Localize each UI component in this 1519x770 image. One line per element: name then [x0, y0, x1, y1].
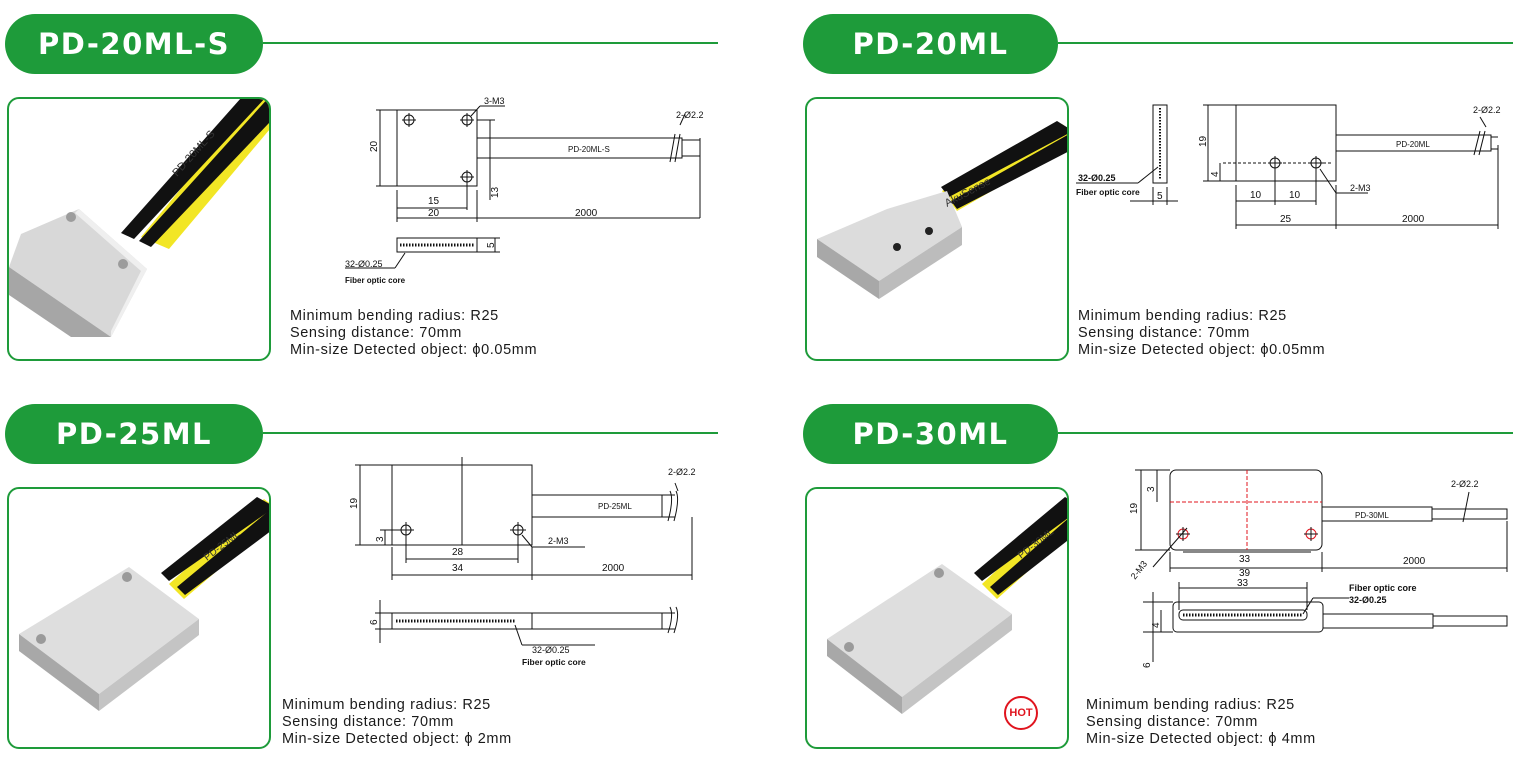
hot-badge: HOT — [1004, 696, 1038, 730]
dim-core-count: 32-Ø0.25 — [532, 645, 570, 655]
spec-bending-radius: Minimum bending radius: R25 — [1086, 697, 1295, 713]
dim-width: 34 — [452, 563, 464, 574]
dim-inner: 4 — [1151, 622, 1162, 628]
spec-list: Minimum bending radius: R25 Sensing dist… — [290, 308, 537, 359]
dim-thickness: 5 — [486, 242, 497, 248]
dimension-drawing: 32-Ø0.25 Fiber optic core 5 19 4 10 10 2… — [1076, 104, 1501, 229]
dim-hole-spacing-b: 10 — [1289, 190, 1301, 201]
spec-list: Minimum bending radius: R25 Sensing dist… — [282, 697, 512, 748]
dim-fiber-dia: 2-Ø2.2 — [668, 467, 696, 477]
dim-screw: 3-M3 — [484, 96, 505, 106]
spec-sensing-distance: Sensing distance: 70mm — [1078, 325, 1250, 341]
dim-hole-spacing: 15 — [428, 196, 440, 207]
dim-hole-offset: 13 — [490, 186, 501, 198]
product-title: PD-30ML — [803, 404, 1058, 464]
dim-hole-height: 3 — [1146, 486, 1157, 492]
spec-min-object: Min-size Detected object: ϕ0.05mm — [1078, 342, 1326, 358]
dim-screw: 2-M3 — [548, 536, 569, 546]
spec-min-object: Min-size Detected object: ϕ 2mm — [282, 731, 512, 747]
spec-list: Minimum bending radius: R25 Sensing dist… — [1078, 308, 1325, 359]
dim-core-label: Fiber optic core — [522, 657, 586, 667]
spec-sensing-distance: Sensing distance: 70mm — [290, 325, 462, 341]
spec-min-object: Min-size Detected object: ϕ0.05mm — [290, 342, 538, 358]
spec-bending-radius: Minimum bending radius: R25 — [282, 697, 491, 713]
title-rule — [1058, 42, 1513, 44]
dim-hole-spacing: 28 — [452, 547, 464, 558]
product-photo: PD-30ML — [805, 487, 1069, 749]
product-title: PD-25ML — [5, 404, 263, 464]
spec-list: Minimum bending radius: R25 Sensing dist… — [1086, 697, 1316, 748]
dim-length: 2000 — [575, 208, 598, 219]
dim-fiber-dia: 2-Ø2.2 — [676, 110, 704, 120]
dim-width: 39 — [1239, 568, 1251, 579]
dim-core-count: 32-Ø0.25 — [1349, 595, 1387, 605]
product-card-pd-20ml: PD-20ML AkuSense — [798, 0, 1519, 380]
dim-screw: 2-M3 — [1129, 559, 1150, 581]
product-title: PD-20ML-S — [5, 14, 263, 74]
dim-height: 19 — [349, 497, 360, 509]
dim-hole-height: 3 — [375, 536, 386, 542]
spec-sensing-distance: Sensing distance: 70mm — [1086, 714, 1258, 730]
title-rule — [263, 42, 718, 44]
dim-fiber-dia: 2-Ø2.2 — [1451, 479, 1479, 489]
dim-core-count: 32-Ø0.25 — [345, 259, 383, 269]
dim-core-length: 33 — [1237, 578, 1249, 589]
cable-label: PD-20ML — [1396, 140, 1430, 149]
title-rule — [263, 432, 718, 434]
dim-height: 20 — [369, 140, 380, 152]
spec-min-object: Min-size Detected object: ϕ 4mm — [1086, 731, 1316, 747]
dim-height: 19 — [1129, 502, 1140, 514]
dim-core-label: Fiber optic core — [345, 276, 406, 285]
cable-label: PD-30ML — [1355, 511, 1389, 520]
product-photo: PD-20ML-S — [7, 97, 271, 361]
dimension-drawing: 19 3 33 39 2-M3 PD-30ML 2-Ø2.2 2000 33 4… — [1129, 469, 1508, 668]
dim-hole-spacing: 33 — [1239, 554, 1251, 565]
dim-thickness: 5 — [1157, 191, 1163, 202]
dim-width: 20 — [428, 208, 440, 219]
dim-hole-height: 4 — [1210, 171, 1221, 177]
dim-core-label: Fiber optic core — [1349, 583, 1417, 593]
dim-screw: 2-M3 — [1350, 183, 1371, 193]
product-title: PD-20ML — [803, 14, 1058, 74]
dimension-drawing: 3-M3 20 13 15 20 PD-20ML-S 2-Ø2.2 2000 5… — [345, 96, 704, 285]
dimension-drawing: 19 3 28 34 2-M3 PD-25ML 2-Ø2.2 2000 6 32… — [349, 457, 696, 667]
product-photo: PD-25ML — [7, 487, 271, 749]
spec-bending-radius: Minimum bending radius: R25 — [290, 308, 499, 324]
product-card-pd-30ml: PD-30ML PD-30ML HOT — [798, 390, 1519, 770]
spec-bending-radius: Minimum bending radius: R25 — [1078, 308, 1287, 324]
dim-height: 19 — [1198, 135, 1209, 147]
dim-core-count: 32-Ø0.25 — [1078, 173, 1116, 183]
dim-length: 2000 — [602, 563, 625, 574]
dim-length: 2000 — [1402, 214, 1425, 225]
dim-core-label: Fiber optic core — [1076, 187, 1140, 197]
product-photo: AkuSense — [805, 97, 1069, 361]
cable-label: PD-20ML-S — [568, 145, 610, 154]
dim-thickness: 6 — [1142, 662, 1153, 668]
dim-length: 2000 — [1403, 556, 1426, 567]
dim-thickness: 6 — [369, 619, 380, 625]
dim-fiber-dia: 2-Ø2.2 — [1473, 105, 1501, 115]
dim-width: 25 — [1280, 214, 1292, 225]
spec-sensing-distance: Sensing distance: 70mm — [282, 714, 454, 730]
title-rule — [1058, 432, 1513, 434]
dim-hole-spacing-a: 10 — [1250, 190, 1262, 201]
cable-label: PD-25ML — [598, 502, 632, 511]
product-card-pd-25ml: PD-25ML PD-25ML — [0, 390, 760, 770]
product-card-pd-20ml-s: PD-20ML-S PD-20ML-S — [0, 0, 760, 380]
